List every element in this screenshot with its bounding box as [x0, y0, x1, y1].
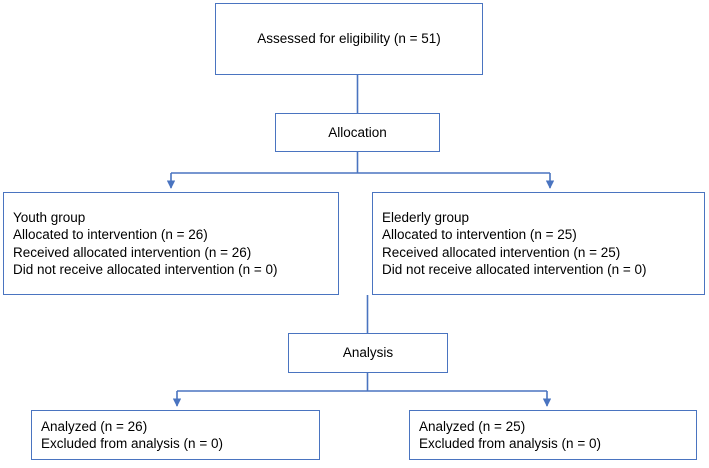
assessed-for-eligibility-line-1: Assessed for eligibility (n = 51): [257, 31, 441, 47]
allocation-stage-label: Allocation: [328, 124, 387, 140]
analyzed-elderly-excluded: Excluded from analysis (n = 0): [419, 436, 601, 451]
youth-allocated-to-intervention: Allocated to intervention (n = 26): [13, 227, 208, 242]
youth-received-allocated-intervention: Received allocated intervention (n = 26): [13, 244, 252, 260]
analyzed-elderly-count: Analyzed (n = 25): [419, 418, 526, 434]
elderly-group-title: Elederly group: [382, 209, 470, 225]
analyzed-elderly-box: Analyzed (n = 25) Excluded from analysis…: [409, 410, 697, 460]
youth-did-not-receive-allocated-intervention: Did not receive allocated intervention (…: [13, 262, 278, 277]
elderly-group-box: Elederly group Allocated to intervention…: [372, 192, 705, 295]
analysis-stage-label: Analysis: [342, 345, 394, 361]
analysis-stage-box: Analysis: [288, 333, 448, 373]
analyzed-youth-count: Analyzed (n = 26): [41, 418, 148, 434]
analyzed-youth-box: Analyzed (n = 26) Excluded from analysis…: [31, 410, 320, 460]
elderly-allocated-to-intervention: Allocated to intervention (n = 25): [382, 227, 577, 242]
analyzed-youth-excluded: Excluded from analysis (n = 0): [41, 436, 223, 451]
elderly-did-not-receive-allocated-intervention: Did not receive allocated intervention (…: [382, 262, 647, 277]
allocation-stage-box: Allocation: [275, 113, 440, 152]
youth-group-box: Youth group Allocated to intervention (n…: [3, 192, 339, 295]
youth-group-title: Youth group: [13, 209, 86, 225]
assessed-for-eligibility-box: Assessed for eligibility (n = 51): [215, 3, 483, 75]
elderly-received-allocated-intervention: Received allocated intervention (n = 25): [382, 244, 621, 260]
